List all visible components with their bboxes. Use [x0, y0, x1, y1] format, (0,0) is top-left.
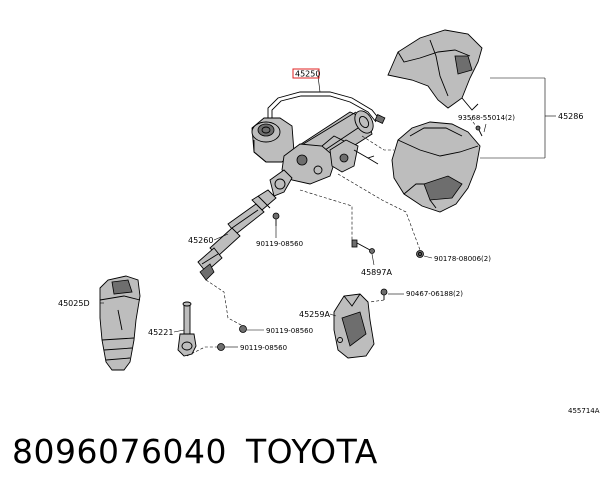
lower-column-cover [391, 121, 481, 213]
intermediate-shaft-45260 [197, 189, 277, 281]
label-93568-55014[interactable]: 93568-55014(2) [458, 114, 515, 122]
screw-93568 [475, 125, 483, 137]
label-45260[interactable]: 45260 [188, 236, 213, 245]
dashed-assembly-lines [186, 117, 477, 357]
footer: 8096076040 TOYOTA [12, 432, 592, 482]
bolts-group [217, 212, 424, 351]
bracket-45286 [480, 77, 556, 159]
upper-column-cover [387, 29, 483, 111]
label-90119-08560-a[interactable]: 90119-08560 [256, 240, 303, 248]
label-90178-08006[interactable]: 90178-08006(2) [434, 255, 491, 263]
parts-diagram: 45250 45286 93568-55014(2) 45260 90119-0… [58, 29, 600, 415]
label-90119-08560-c[interactable]: 90119-08560 [240, 344, 287, 352]
label-45897a[interactable]: 45897A [361, 268, 392, 277]
brand-name: TOYOTA [246, 432, 378, 471]
label-90119-08560-b[interactable]: 90119-08560 [266, 327, 313, 335]
label-45025d[interactable]: 45025D [58, 299, 90, 308]
label-45221[interactable]: 45221 [148, 328, 173, 337]
column-boot-45025d [99, 275, 141, 371]
label-45250[interactable]: 45250 [292, 68, 320, 79]
label-90467-06188[interactable]: 90467-06188(2) [406, 290, 463, 298]
svg-text:45250: 45250 [295, 70, 320, 79]
bracket-45259a [333, 293, 375, 359]
label-45286[interactable]: 45286 [558, 112, 583, 121]
leader-lines [100, 75, 487, 348]
steering-column-assembly [251, 91, 386, 197]
diagram-ref-code: 455714A [568, 407, 600, 415]
label-45259a[interactable]: 45259A [299, 310, 330, 319]
lower-shaft-45221 [177, 301, 197, 357]
part-number: 8096076040 [12, 432, 227, 471]
